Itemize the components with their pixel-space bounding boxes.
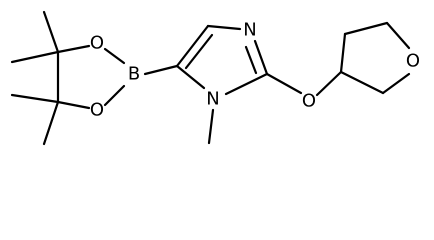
bond-c2-me-bottom bbox=[42, 100, 60, 146]
bond-c2-ether-o bbox=[265, 72, 303, 95]
atom-label-dioxaborolane-o-lower: O bbox=[90, 100, 104, 121]
bond-n3-c2 bbox=[253, 39, 269, 76]
bond-o-c2-thf bbox=[381, 72, 411, 95]
bond-n1-c5 bbox=[175, 64, 206, 90]
atom-labels: B O O N N O O bbox=[90, 20, 420, 121]
bond-b-c5 bbox=[143, 64, 179, 76]
atom-label-imidazole-n1: N bbox=[206, 89, 219, 110]
bond-c2-c3-thf bbox=[339, 70, 385, 95]
bond-c3-c4-thf bbox=[339, 32, 347, 74]
bond-c5-c4 bbox=[175, 24, 210, 68]
bond-n1-methyl bbox=[207, 108, 215, 145]
bond-n3-c2-double bbox=[244, 45, 258, 75]
bond-c2-me-left bbox=[10, 93, 60, 104]
bond-o-lower-b bbox=[103, 84, 126, 107]
atom-label-oxolane-o: O bbox=[406, 51, 420, 72]
bond-c5-c4-double bbox=[184, 33, 214, 70]
bond-lines bbox=[10, 10, 411, 146]
atom-label-ether-o: O bbox=[302, 91, 316, 112]
atom-label-imidazole-n3: N bbox=[243, 20, 256, 41]
bond-c2-n1 bbox=[224, 72, 269, 96]
bond-c5-o-thf bbox=[385, 21, 411, 50]
bond-c4-c5-thf bbox=[343, 21, 389, 36]
chemical-structure: B O O N N O O bbox=[10, 10, 420, 146]
bond-c1-o-upper bbox=[56, 44, 91, 54]
bond-o-upper-b bbox=[103, 47, 126, 65]
bond-ether-o-c3 bbox=[315, 70, 343, 97]
bond-c1-me-left bbox=[10, 50, 60, 64]
bond-c2-o-lower bbox=[56, 100, 91, 110]
atom-label-boron: B bbox=[128, 64, 140, 85]
bond-c4-n3 bbox=[206, 24, 242, 31]
bond-c1-me-top bbox=[42, 10, 60, 54]
atom-label-dioxaborolane-o-upper: O bbox=[90, 33, 104, 54]
